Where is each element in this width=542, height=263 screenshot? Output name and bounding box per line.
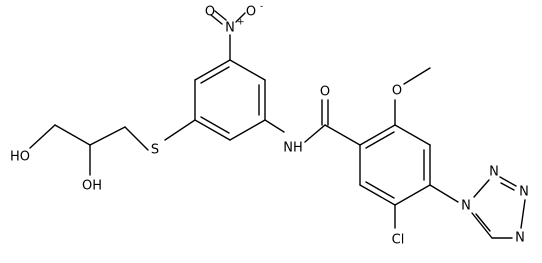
bond-a1-a2 — [229, 59, 266, 81]
bond-nitro-n-o-left-a — [210, 14, 223, 25]
bond-b1-b2 — [359, 124, 396, 146]
thioether-s-label: S — [151, 143, 159, 158]
amide-o-label: O — [320, 85, 330, 100]
bond-a6-a1-inner — [200, 66, 230, 84]
bond-b5-b6-inner — [365, 181, 395, 199]
bond-tz-n1-n2 — [473, 179, 490, 198]
bond-b1-b2-inner — [365, 131, 395, 149]
bond-methoxy-o-ch3 — [403, 67, 431, 85]
methoxy-o-label: O — [392, 84, 402, 99]
bond-tz-c5-n1-inner — [475, 213, 491, 232]
bond-nitro-n-o-top — [235, 12, 246, 23]
bond-a6-a1 — [194, 59, 231, 81]
ho-primary-label: HO — [10, 150, 30, 165]
bond-carbonyl-ring — [324, 124, 361, 146]
bond-choh-ch2 — [54, 124, 91, 146]
bond-tz-n2-n3-inner — [500, 182, 515, 191]
tetrazole-n3-label: N — [519, 185, 529, 200]
chloro-label: Cl — [392, 233, 405, 248]
tetrazole-n2-label: N — [489, 165, 499, 180]
bond-nh-carbonyl — [304, 124, 326, 143]
bond-a4-a5-inner — [200, 116, 230, 134]
bond-tz-n3-n4 — [520, 199, 526, 229]
bond-nitro-n-o-left-b — [214, 10, 227, 21]
bond-ch2-choh — [89, 126, 126, 146]
nitro-o-charge: - — [260, 2, 263, 12]
bonds — [29, 10, 526, 239]
bond-a4-a5 — [194, 119, 231, 141]
bond-b5-b6 — [359, 184, 396, 206]
nitro-o-top-label: O — [246, 5, 256, 20]
bond-ring-nh — [264, 119, 285, 133]
nitro-o-left-label: O — [205, 5, 215, 20]
nitro-n-charge: + — [237, 18, 245, 28]
tetrazole-n4-label: N — [515, 231, 525, 246]
bond-b4-b5 — [394, 184, 431, 206]
amide-nh-label: NH — [283, 141, 303, 156]
bond-tz-n2-n3 — [499, 176, 517, 187]
bond-b2-b3 — [394, 124, 431, 146]
nitro-n-label: N — [225, 21, 235, 36]
bond-a3-a4 — [229, 119, 266, 141]
bond-tz-c5-n1 — [471, 212, 493, 239]
bond-ring-tetrazole — [429, 184, 459, 203]
oh-secondary-label: OH — [82, 179, 102, 194]
atom-labels: O - N + O O O NH S HO OH Cl N N N N — [10, 2, 529, 248]
bond-ch2-oh-primary — [29, 124, 56, 149]
bond-s-ch2 — [124, 126, 149, 151]
bond-ring-s — [164, 119, 196, 141]
tetrazole-n1-label: N — [461, 199, 471, 214]
